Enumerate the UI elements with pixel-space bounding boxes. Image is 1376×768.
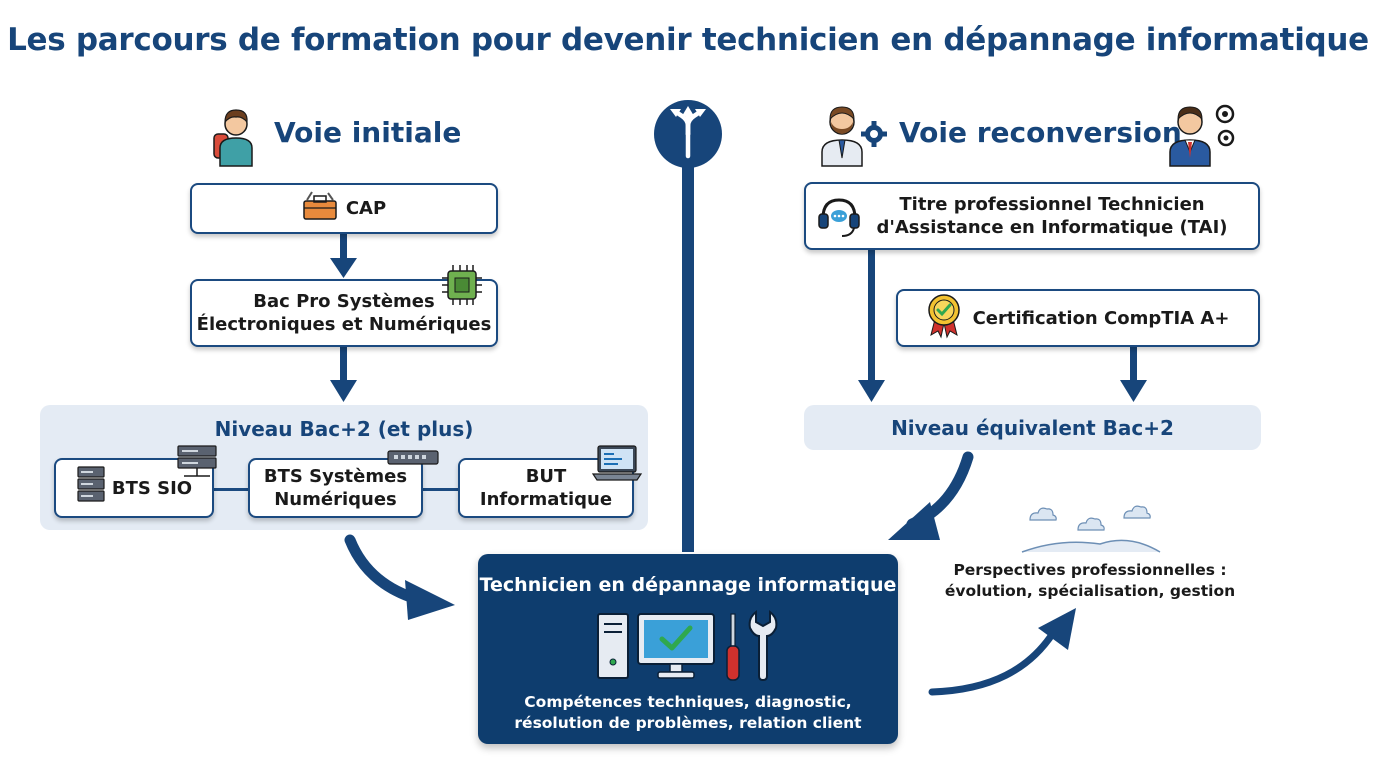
center-divider-line (682, 160, 694, 552)
direction-signpost-icon (654, 100, 722, 172)
right-panel-label: Niveau équivalent Bac+2 (891, 416, 1174, 440)
bacpro-box: Bac Pro Systèmes Électroniques et Numéri… (190, 279, 498, 347)
left-section-heading: Voie initiale (274, 116, 462, 149)
center-skills-line2: résolution de problèmes, relation client (514, 714, 862, 732)
screwdriver-icon (724, 612, 742, 686)
comptia-box: Certification CompTIA A+ (896, 289, 1260, 347)
perspectives-line1: Perspectives professionnelles : (953, 561, 1227, 579)
laptop-icon (591, 444, 643, 488)
arrow-comptia-to-bac2 (1120, 346, 1147, 402)
bts-sio-box: BTS SIO (54, 458, 214, 518)
network-switch-icon (386, 448, 440, 472)
cloud-landscape-icon (1020, 500, 1170, 562)
arrow-cap-to-bacpro (330, 233, 357, 278)
computer-check-icon (596, 612, 716, 684)
curved-arrow-right-to-center (888, 451, 974, 540)
arrow-tai-to-bac2 (858, 250, 885, 402)
bacpro-label-line1: Bac Pro Systèmes (253, 291, 435, 312)
page-title: Les parcours de formation pour devenir t… (7, 22, 1369, 58)
bts-sio-label: BTS SIO (111, 477, 193, 499)
bts-sn-label-line2: Numériques (274, 489, 397, 510)
chip-icon (440, 265, 484, 309)
but-label-line1: BUT (525, 466, 567, 487)
but-label-line2: Informatique (479, 489, 613, 510)
but-box: BUT Informatique (458, 458, 634, 518)
wrench-icon (746, 609, 780, 686)
server-small-icon (176, 444, 218, 482)
businessman-gears-icon (1168, 102, 1240, 170)
headset-icon (816, 194, 862, 244)
perspectives-line2: évolution, spécialisation, gestion (944, 582, 1236, 600)
cap-label: CAP (345, 198, 387, 219)
bacpro-label-line2: Électroniques et Numériques (196, 314, 492, 335)
technician-result-box: Technicien en dépannage informatique Com… (478, 554, 898, 744)
perspectives-text: Perspectives professionnelles : évolutio… (930, 560, 1250, 602)
center-skills-line1: Compétences techniques, diagnostic, (524, 693, 852, 711)
certificate-badge-icon (927, 293, 961, 343)
right-section-heading: Voie reconversion (899, 116, 1182, 149)
bts-sn-box: BTS Systèmes Numériques (248, 458, 423, 518)
left-panel-label: Niveau Bac+2 (et plus) (214, 417, 474, 441)
center-skills: Compétences techniques, diagnostic, réso… (478, 692, 898, 734)
tai-box: Titre professionnel Technicien d'Assista… (804, 182, 1260, 250)
cloud-icon (1029, 505, 1151, 531)
right-bac2-panel: Niveau équivalent Bac+2 (804, 405, 1261, 450)
student-icon (212, 104, 260, 170)
tai-label-line2: d'Assistance en Informatique (TAI) (876, 217, 1228, 238)
curved-arrow-left-to-center (344, 534, 455, 620)
arrow-bacpro-to-bac2 (330, 346, 357, 402)
businessman-gear-icon (820, 102, 890, 170)
toolbox-icon (302, 190, 338, 227)
comptia-label: Certification CompTIA A+ (972, 307, 1230, 329)
center-title: Technicien en dépannage informatique (479, 574, 897, 596)
curved-arrow-center-to-perspectives (928, 608, 1076, 696)
server-icon (76, 465, 106, 511)
bts-sn-label-line1: BTS Systèmes (263, 466, 408, 487)
cap-box: CAP (190, 183, 498, 234)
tai-label-line1: Titre professionnel Technicien (899, 194, 1205, 215)
